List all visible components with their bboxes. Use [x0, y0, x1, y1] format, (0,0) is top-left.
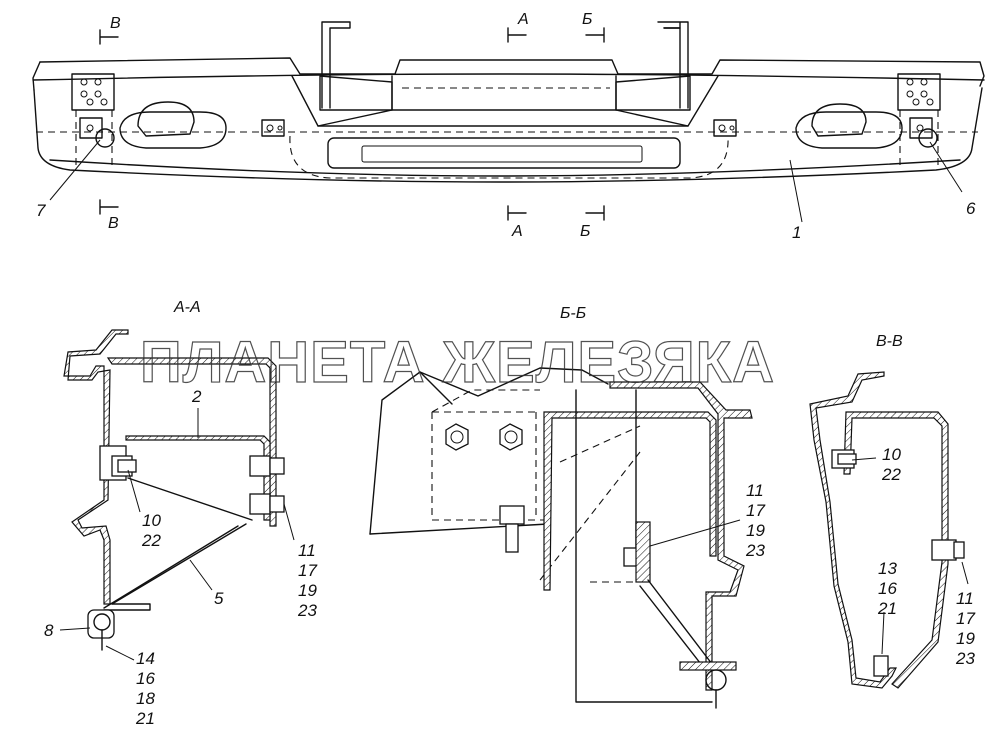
aa-g1-line1: 10	[142, 511, 161, 530]
vv-g1-line2: 22	[881, 465, 901, 484]
aa-g3-line2: 16	[136, 669, 155, 688]
vv-g3-line3: 21	[877, 599, 897, 618]
vv-g2-line1: 11	[956, 589, 974, 608]
aa-g3-line4: 21	[135, 709, 155, 728]
part-label-6: 6	[966, 199, 976, 218]
aa-g2-line1: 11	[298, 541, 316, 560]
cut-b-bottom-label: Б	[580, 223, 590, 240]
section-a-a: А-А 2 10 22 11 17 19 23	[44, 299, 317, 728]
vv-g2-line2: 17	[956, 609, 975, 628]
section-a-a-title: А-А	[173, 299, 201, 316]
right-mounting-plate	[897, 73, 941, 139]
vv-g2-line4: 23	[955, 649, 975, 668]
part-label-7: 7	[36, 201, 46, 220]
vv-g1-line1: 10	[882, 445, 901, 464]
vv-g3-line2: 16	[878, 579, 897, 598]
part-label-8: 8	[44, 621, 54, 640]
cut-a-top-label: А	[517, 11, 529, 28]
bb-g1-line3: 19	[746, 521, 765, 540]
left-mounting-plate	[71, 73, 115, 139]
cut-v-bottom-label: В	[108, 215, 119, 232]
main-view-callouts: 7 6 1	[36, 139, 976, 242]
cut-a-bottom-label: А	[511, 223, 523, 240]
aa-g3-line3: 18	[136, 689, 155, 708]
aa-g1-line2: 22	[141, 531, 161, 550]
aa-g2-line3: 19	[298, 581, 317, 600]
aa-g2-line2: 17	[298, 561, 317, 580]
section-b-b-title: Б-Б	[560, 305, 586, 322]
bumper-front-view	[32, 21, 985, 183]
bb-g1-line4: 23	[745, 541, 765, 560]
section-v-v-title: В-В	[876, 333, 903, 350]
section-cut-markers: В В А А Б Б	[99, 11, 605, 240]
cut-b-top-label: Б	[582, 11, 592, 28]
aa-g2-line4: 23	[297, 601, 317, 620]
part-label-5: 5	[214, 589, 224, 608]
part-label-1: 1	[792, 223, 801, 242]
aa-g3-line1: 14	[136, 649, 155, 668]
bb-g1-line2: 17	[746, 501, 765, 520]
bb-g1-line1: 11	[746, 481, 764, 500]
section-b-b: Б-Б 11	[369, 305, 765, 709]
cut-v-top-label: В	[110, 15, 121, 32]
vv-g2-line3: 19	[956, 629, 975, 648]
watermark-text: ПЛАНЕТА ЖЕЛЕЗЯКА	[140, 330, 775, 395]
section-v-v: В-В 10 22 11 17 19 23 13 16 21	[809, 333, 975, 689]
part-label-2: 2	[191, 387, 202, 406]
vv-g3-line1: 13	[878, 559, 897, 578]
